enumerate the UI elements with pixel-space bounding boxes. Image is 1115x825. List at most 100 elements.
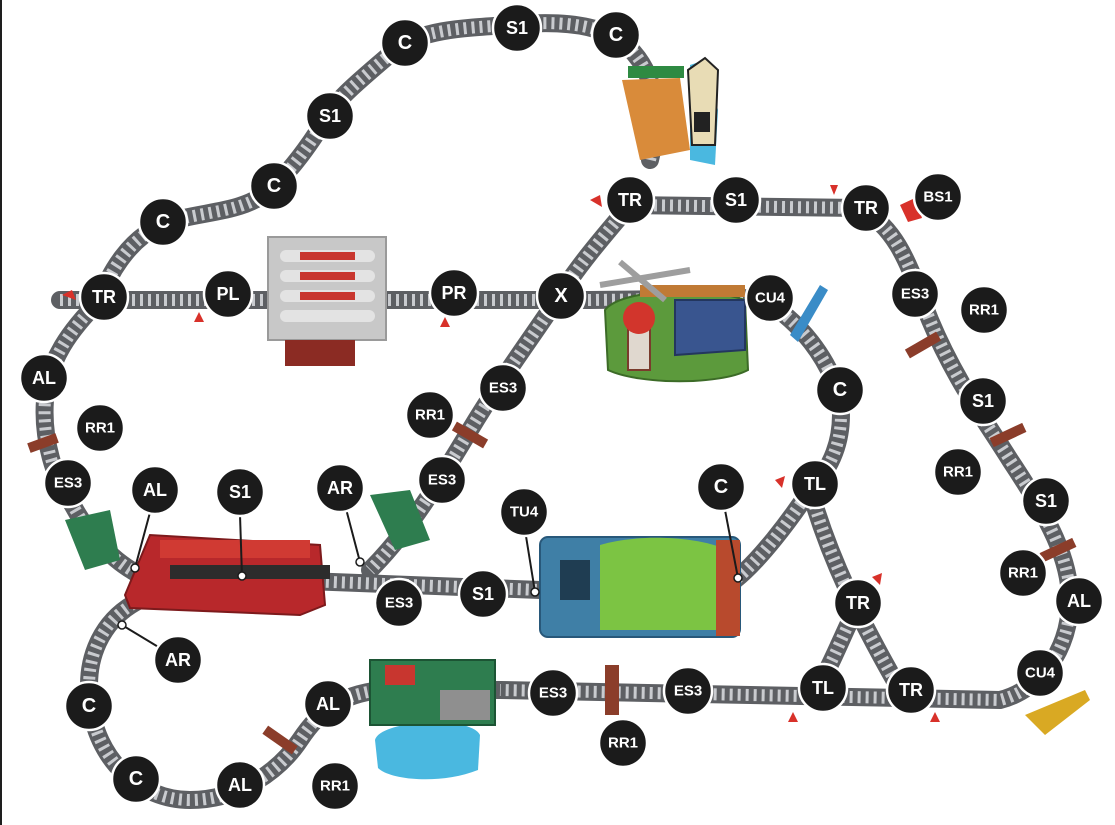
- svg-text:RR1: RR1: [969, 302, 999, 319]
- dock-crane: [628, 66, 684, 78]
- label-al-bottom: AL: [216, 761, 264, 809]
- tunnel-mouth: [560, 560, 590, 600]
- leader-ar: [345, 505, 360, 562]
- label-c-upper-left-2: C: [139, 198, 187, 246]
- svg-text:BS1: BS1: [923, 189, 952, 206]
- piece-labels: S1 C C S1 C C TR S1 TR BS1 TR PL PR X CU…: [20, 4, 1103, 810]
- svg-text:S1: S1: [229, 482, 251, 502]
- svg-text:AL: AL: [1067, 591, 1091, 611]
- switch-marker-2: [194, 312, 204, 322]
- platform-3-red: [300, 292, 355, 300]
- label-al-right: AL: [1055, 577, 1103, 625]
- svg-text:RR1: RR1: [1008, 565, 1038, 582]
- label-c-bottom-left: C: [112, 755, 160, 803]
- label-al-left: AL: [20, 354, 68, 402]
- tunnel-icon: [540, 537, 740, 637]
- svg-text:S1: S1: [725, 190, 747, 210]
- platform-4: [280, 310, 375, 322]
- label-pr: PR: [430, 269, 478, 317]
- shed-turntable-rail: [170, 565, 330, 579]
- label-es3-lower-b: ES3: [664, 667, 712, 715]
- svg-text:TR: TR: [618, 190, 642, 210]
- svg-text:ES3: ES3: [385, 595, 413, 612]
- svg-text:ES3: ES3: [54, 475, 82, 492]
- svg-text:S1: S1: [1035, 491, 1057, 511]
- label-c-upper-left-1: C: [250, 162, 298, 210]
- label-s1-tunnel: S1: [459, 570, 507, 618]
- leader-dot-c-tunnel: [734, 574, 742, 582]
- svg-text:TR: TR: [92, 287, 116, 307]
- dock-ramp: [622, 78, 690, 160]
- label-al-lower: AL: [304, 680, 352, 728]
- label-cu4-upper: CU4: [746, 274, 794, 322]
- svg-text:S1: S1: [319, 106, 341, 126]
- label-pl: PL: [204, 270, 252, 318]
- scenery: [65, 58, 1090, 779]
- svg-text:TR: TR: [854, 198, 878, 218]
- svg-text:RR1: RR1: [943, 464, 973, 481]
- leader-dot-s1-shed: [238, 572, 246, 580]
- switch-marker-5: [830, 185, 838, 195]
- svg-text:X: X: [554, 285, 568, 307]
- svg-text:RR1: RR1: [608, 735, 638, 752]
- svg-text:TL: TL: [804, 474, 826, 494]
- ramp-support-6: [605, 665, 619, 715]
- svg-text:TU4: TU4: [510, 504, 539, 521]
- label-c-lower-left: C: [65, 682, 113, 730]
- svg-text:TL: TL: [812, 678, 834, 698]
- leader-dot-al-left: [131, 564, 139, 572]
- svg-text:TR: TR: [846, 593, 870, 613]
- svg-text:ES3: ES3: [489, 380, 517, 397]
- svg-text:C: C: [267, 175, 281, 197]
- svg-text:AL: AL: [228, 775, 252, 795]
- switch-marker-8: [788, 712, 798, 722]
- leader-dot-tu4: [531, 588, 539, 596]
- label-s1-upper-center: S1: [712, 176, 760, 224]
- label-tl-upper: TL: [791, 460, 839, 508]
- station-base: [285, 340, 355, 366]
- label-es3-shed-exit: ES3: [375, 579, 423, 627]
- platform-1-red: [300, 252, 355, 260]
- svg-text:ES3: ES3: [674, 683, 702, 700]
- label-c-top-left: C: [381, 19, 429, 67]
- svg-text:CU4: CU4: [1025, 665, 1056, 682]
- label-s1-upper-left: S1: [306, 92, 354, 140]
- label-tr-left: TR: [80, 273, 128, 321]
- label-es3-left: ES3: [44, 459, 92, 507]
- tunnel-portal: [716, 540, 740, 636]
- label-rr1-bottom: RR1: [311, 762, 359, 810]
- label-es3-center-lower: ES3: [418, 456, 466, 504]
- shed-roof: [160, 540, 310, 558]
- label-c-top-right: C: [592, 11, 640, 59]
- label-x: X: [537, 272, 585, 320]
- bridge-red-lift: [385, 665, 415, 685]
- svg-text:S1: S1: [506, 18, 528, 38]
- leader-dot-ar-lower: [118, 621, 126, 629]
- svg-text:C: C: [82, 695, 96, 717]
- label-tr-upper-center: TR: [606, 176, 654, 224]
- label-bs1: BS1: [914, 173, 962, 221]
- svg-text:ES3: ES3: [901, 286, 929, 303]
- label-ar-lower: AR: [154, 636, 202, 684]
- svg-text:C: C: [398, 32, 412, 54]
- svg-text:C: C: [714, 476, 728, 498]
- drawbridge-icon: [370, 660, 495, 779]
- svg-text:AL: AL: [316, 694, 340, 714]
- leader-ar-lower: [122, 625, 160, 648]
- label-c-tunnel: C: [697, 463, 745, 511]
- svg-text:RR1: RR1: [415, 407, 445, 424]
- green-gate-left: [65, 510, 120, 570]
- label-ar-shed: AR: [316, 464, 364, 512]
- platform-2-red: [300, 272, 355, 280]
- engine-shed-icon: [125, 535, 330, 615]
- svg-text:ES3: ES3: [428, 472, 456, 489]
- label-c-right-inner: C: [816, 366, 864, 414]
- boat-dock: [622, 58, 718, 165]
- label-rr1-right-mid: RR1: [934, 448, 982, 496]
- label-al-shed: AL: [131, 466, 179, 514]
- label-es3-right-upper: ES3: [891, 270, 939, 318]
- lighthouse-top: [623, 302, 655, 334]
- svg-text:PL: PL: [216, 284, 239, 304]
- label-tl-lower: TL: [799, 664, 847, 712]
